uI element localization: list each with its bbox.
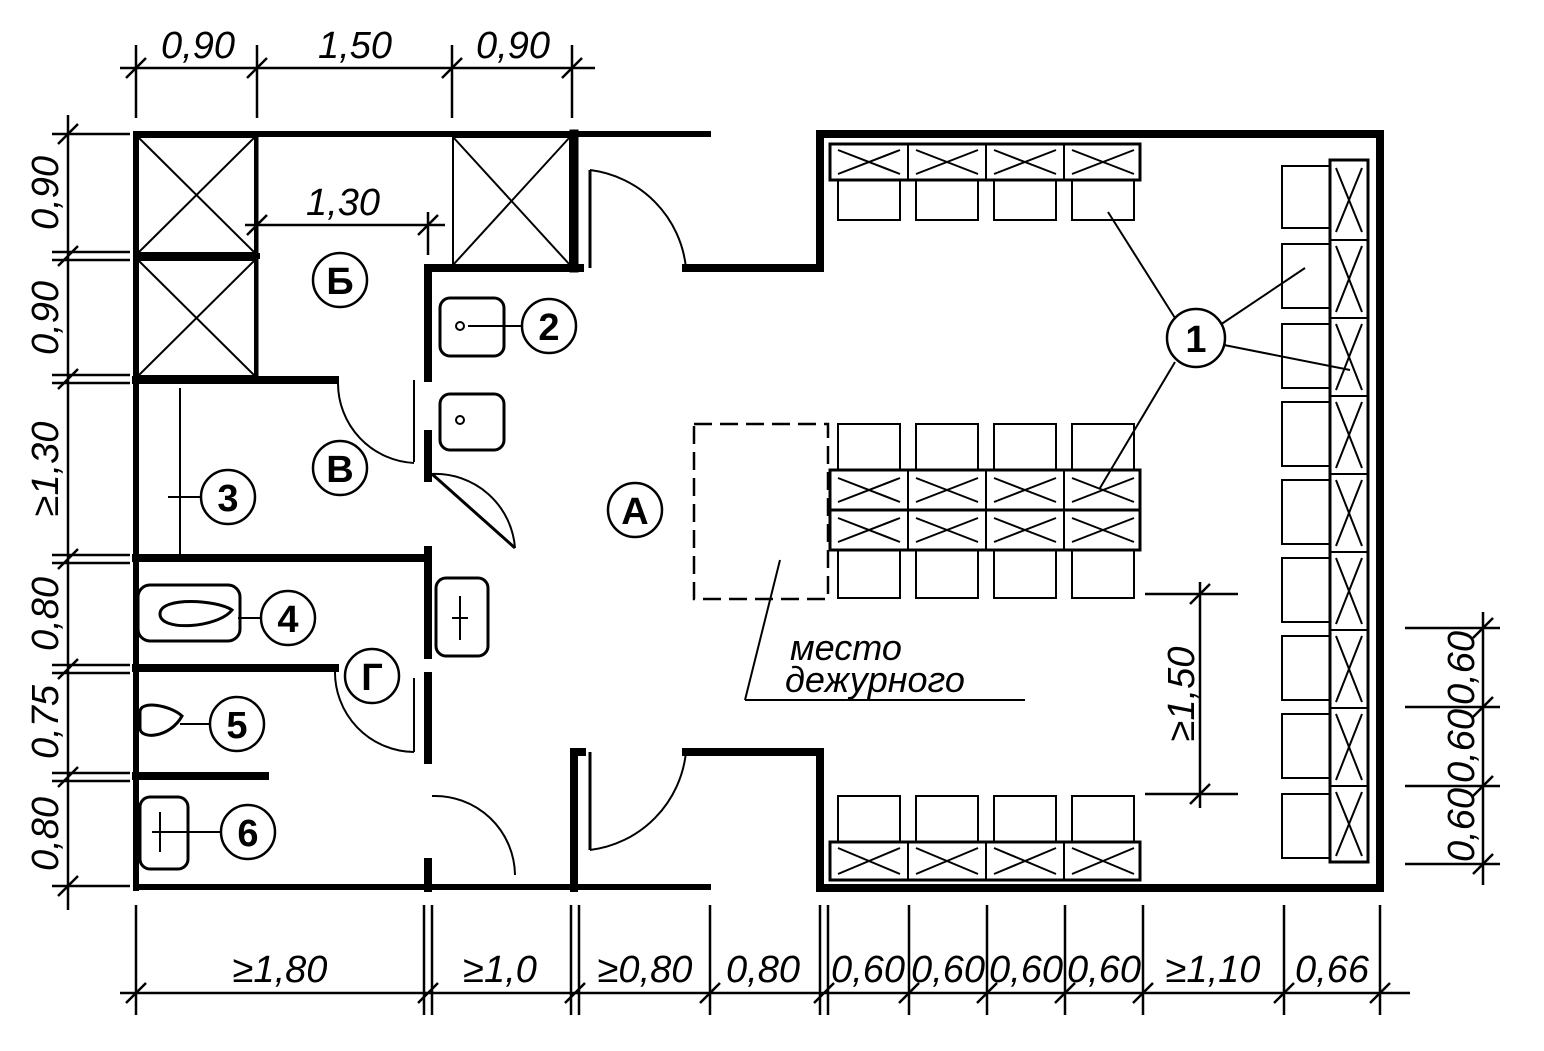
urinal — [138, 703, 184, 737]
callout-5: 5 — [226, 705, 247, 747]
callout-1: 1 — [1185, 319, 1206, 361]
callout-4: 4 — [277, 599, 298, 641]
bottom-dim-7: 0,60 — [989, 949, 1063, 991]
callout-3: 3 — [217, 478, 238, 520]
bench-gap-dimension: ≥1,50 — [1145, 582, 1238, 808]
doors — [333, 169, 687, 876]
bottom-dim-3: ≥0,80 — [598, 949, 693, 991]
room-label-a: А — [621, 491, 648, 533]
callout-6: 6 — [237, 813, 258, 855]
left-dim-1: 0,90 — [25, 156, 67, 230]
duty-place-line2: дежурного — [785, 659, 965, 700]
locker-column-right — [1281, 158, 1370, 864]
top-dimension-chain: 0,90 1,50 0,90 — [120, 25, 595, 118]
callout-1-leaders — [1099, 211, 1351, 489]
inner-dim-label: 1,30 — [306, 182, 380, 224]
callout-numbers: 1 2 3 4 5 6 — [199, 297, 1227, 861]
callout-leaders — [168, 325, 525, 833]
shower-cubicles — [137, 136, 571, 377]
locker-row-top — [828, 142, 1142, 221]
left-dim-2: 0,90 — [25, 281, 67, 355]
locker-row-bottom — [828, 795, 1142, 882]
locker-row-middle — [828, 423, 1142, 599]
left-dim-6: 0,80 — [25, 797, 67, 871]
room-labels: А Б В Г — [311, 251, 664, 705]
bottom-dim-2: ≥1,0 — [463, 949, 537, 991]
bottom-dimension-chain: ≥1,80 ≥1,0 ≥0,80 0,80 0,60 0,60 0,60 0,6… — [120, 905, 1410, 1015]
washbasin-3 — [434, 576, 490, 658]
duty-place: место дежурного — [692, 422, 1025, 701]
bottom-dim-9: ≥1,10 — [1166, 949, 1261, 991]
lockers — [828, 142, 1370, 882]
right-dim-1: 0,60 — [1441, 631, 1483, 705]
room-label-b: Б — [326, 261, 353, 303]
left-dim-3: ≥1,30 — [25, 422, 67, 517]
bottom-dim-8: 0,60 — [1067, 949, 1141, 991]
room-label-g: Г — [361, 657, 383, 699]
right-dim-2: 0,60 — [1441, 709, 1483, 783]
room-label-v: В — [326, 449, 353, 491]
inner-dimension: 1,30 — [245, 182, 445, 255]
left-dim-5: 0,75 — [25, 684, 67, 759]
right-dim-3: 0,60 — [1441, 788, 1483, 862]
left-dim-4: 0,80 — [25, 577, 67, 651]
duty-place-line1: место — [790, 627, 902, 668]
bottom-dim-4: 0,80 — [726, 949, 800, 991]
bench-gap-dim: ≥1,50 — [1161, 647, 1203, 742]
right-dimension-chain: 0,60 0,60 0,60 — [1405, 612, 1500, 885]
walls — [132, 129, 1384, 892]
bottom-dim-6: 0,60 — [911, 949, 985, 991]
top-dim-2: 1,50 — [318, 25, 392, 67]
washbasin-2 — [438, 392, 506, 452]
top-dim-1: 0,90 — [161, 25, 235, 67]
bottom-dim-5: 0,60 — [831, 949, 905, 991]
callout-2: 2 — [538, 307, 559, 349]
fixtures — [136, 296, 506, 871]
left-dimension-chain: 0,90 0,90 ≥1,30 0,80 0,75 0,80 — [25, 115, 130, 910]
toilet-bowl — [136, 583, 242, 643]
bottom-dim-1: ≥1,80 — [233, 949, 328, 991]
top-dim-3: 0,90 — [476, 25, 550, 67]
bottom-dim-10: 0,66 — [1295, 949, 1370, 991]
